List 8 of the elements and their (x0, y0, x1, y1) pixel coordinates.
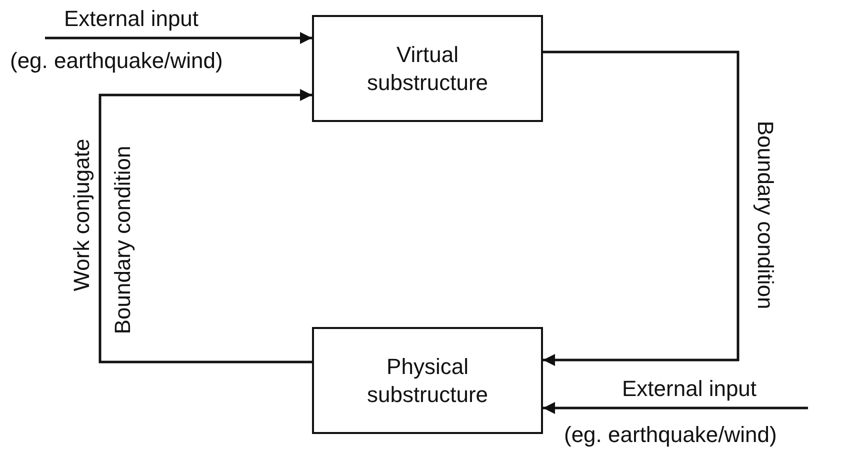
arrow (543, 50, 740, 366)
arrow (543, 402, 808, 414)
process-box (312, 15, 543, 122)
arrow (98, 89, 312, 364)
box-label: Physical substructure (366, 353, 490, 408)
arrow (45, 32, 312, 44)
process-box (312, 327, 543, 434)
box-label: Virtual substructure (366, 41, 490, 96)
